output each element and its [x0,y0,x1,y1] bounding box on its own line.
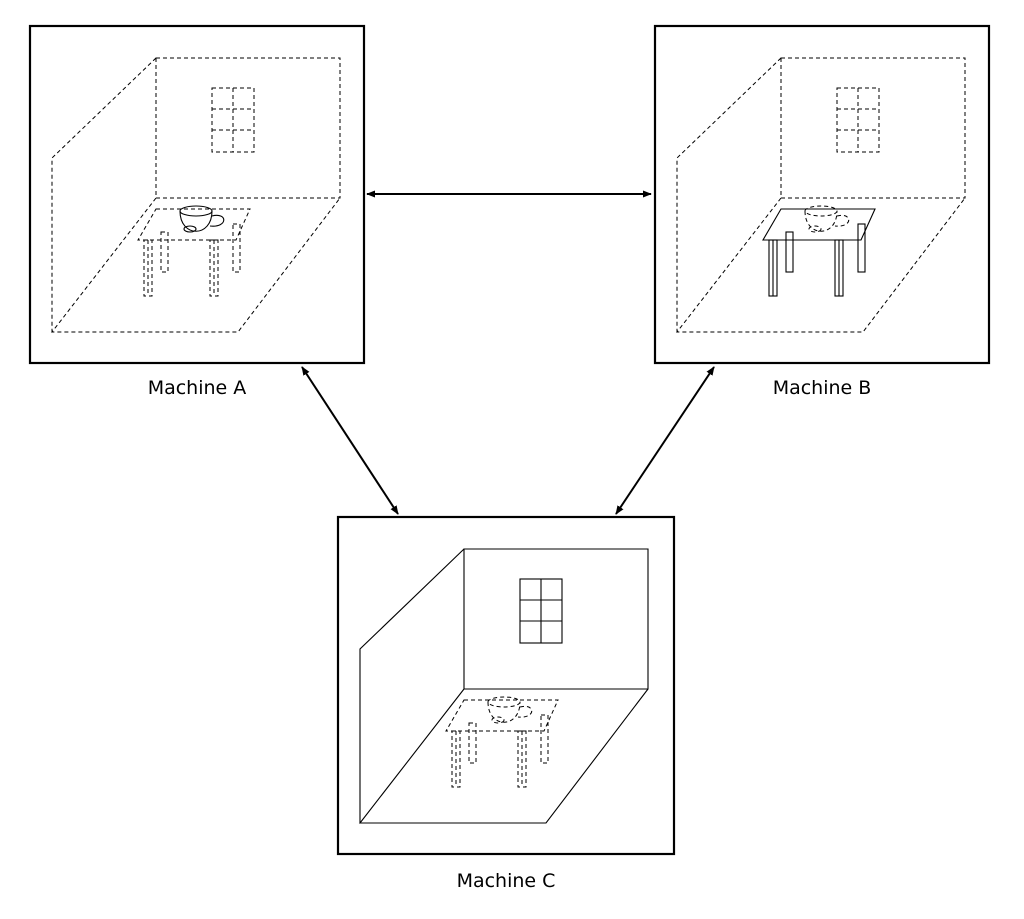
machine-c [336,515,676,856]
machine-a [28,24,366,365]
machine-a-label: Machine A [148,377,247,399]
machine-b-frame [653,24,991,365]
machine-b-table [762,208,876,297]
machine-c-table [445,699,559,788]
arrow-b-c [615,366,715,515]
machine-c-label: Machine C [457,870,556,892]
machine-b-cup-icon [804,205,850,233]
arrow-a-c [301,366,399,515]
machine-c-frame [336,515,676,856]
machine-b-window [836,87,880,153]
machine-c-cup-icon [487,696,533,724]
machine-b-room [676,57,966,333]
machine-c-window [519,578,563,644]
machine-a-window [211,87,255,153]
machine-a-table [137,208,251,297]
machine-a-room [51,57,341,333]
machine-a-frame [28,24,366,365]
machine-c-room [359,548,649,824]
machine-b-label: Machine B [773,377,872,399]
machine-b [653,24,991,365]
machine-a-cup-icon [179,205,225,233]
